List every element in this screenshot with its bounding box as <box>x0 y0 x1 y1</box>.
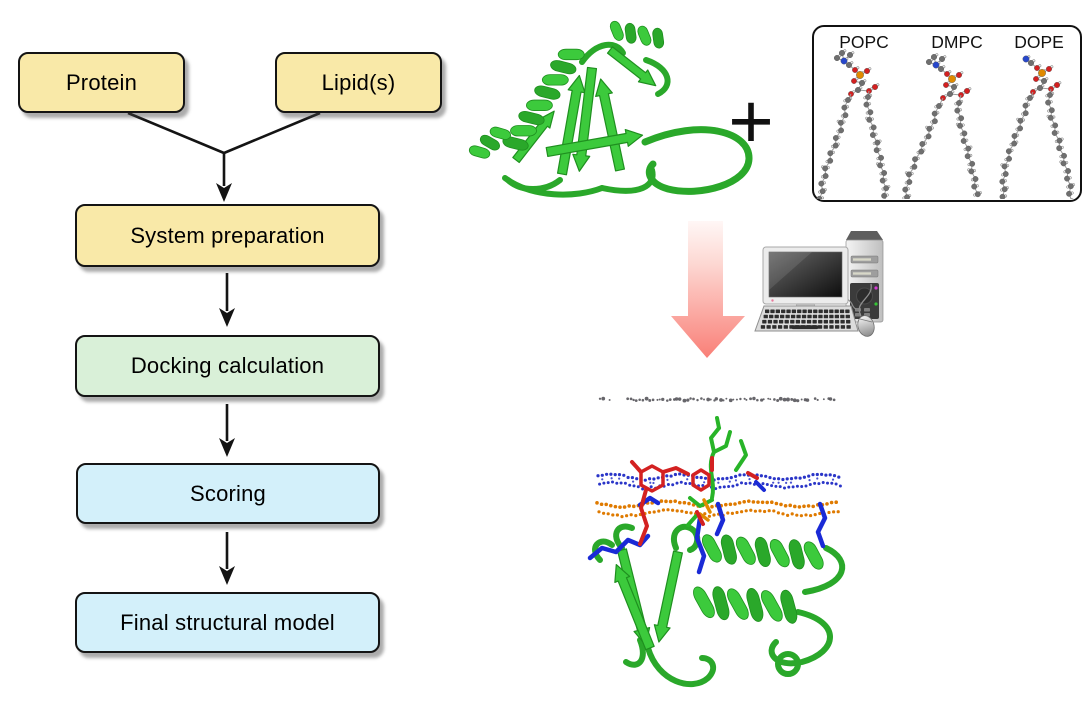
node-label: System preparation <box>130 222 325 248</box>
flowchart-node-docking-calculation: Docking calculation <box>75 335 380 397</box>
flowchart-node-final-structural-model: Final structural model <box>75 592 380 653</box>
connector-lipids-junction <box>223 111 321 155</box>
docked-protein-membrane-complex <box>587 396 846 688</box>
lipid-label-dope: DOPE <box>1014 32 1064 52</box>
arrowhead-scoring <box>219 438 235 457</box>
membrane-grey-dot-row <box>598 396 836 403</box>
membrane-blue-dot-band <box>596 472 842 491</box>
node-label: Final structural model <box>120 609 335 635</box>
workflow-down-arrow <box>671 221 745 358</box>
plus-sign: + <box>728 76 774 165</box>
protein-ribbon-illustration <box>468 20 753 198</box>
lipid-label-dmpc: DMPC <box>931 32 983 52</box>
arrowhead-final <box>219 566 235 585</box>
arrowhead-docking <box>219 308 235 327</box>
lipid-panel: POPC DMPC DOPE <box>812 25 1082 202</box>
flowchart-node-protein: Protein <box>18 52 185 113</box>
node-label: Protein <box>65 69 138 95</box>
arrowhead-sysprep <box>216 183 232 202</box>
desktop-computer-illustration <box>754 231 884 337</box>
node-label: Docking calculation <box>130 353 325 378</box>
flowchart-node-scoring: Scoring <box>76 463 380 524</box>
membrane-orange-dot-band <box>595 499 840 519</box>
flowchart-node-system-preparation: System preparation <box>75 204 380 267</box>
docked-protein-ribbon <box>592 523 846 688</box>
lipid-ball-and-stick-models <box>816 49 1075 199</box>
lipid-label-popc: POPC <box>839 32 889 52</box>
node-label: Scoring <box>190 480 266 506</box>
flowchart-connectors <box>127 111 321 585</box>
connector-protein-junction <box>127 111 225 155</box>
flowchart-node-lipids: Lipid(s) <box>275 52 442 113</box>
lipid-and-sidechain-sticks <box>587 416 828 575</box>
node-label: Lipid(s) <box>321 69 396 95</box>
